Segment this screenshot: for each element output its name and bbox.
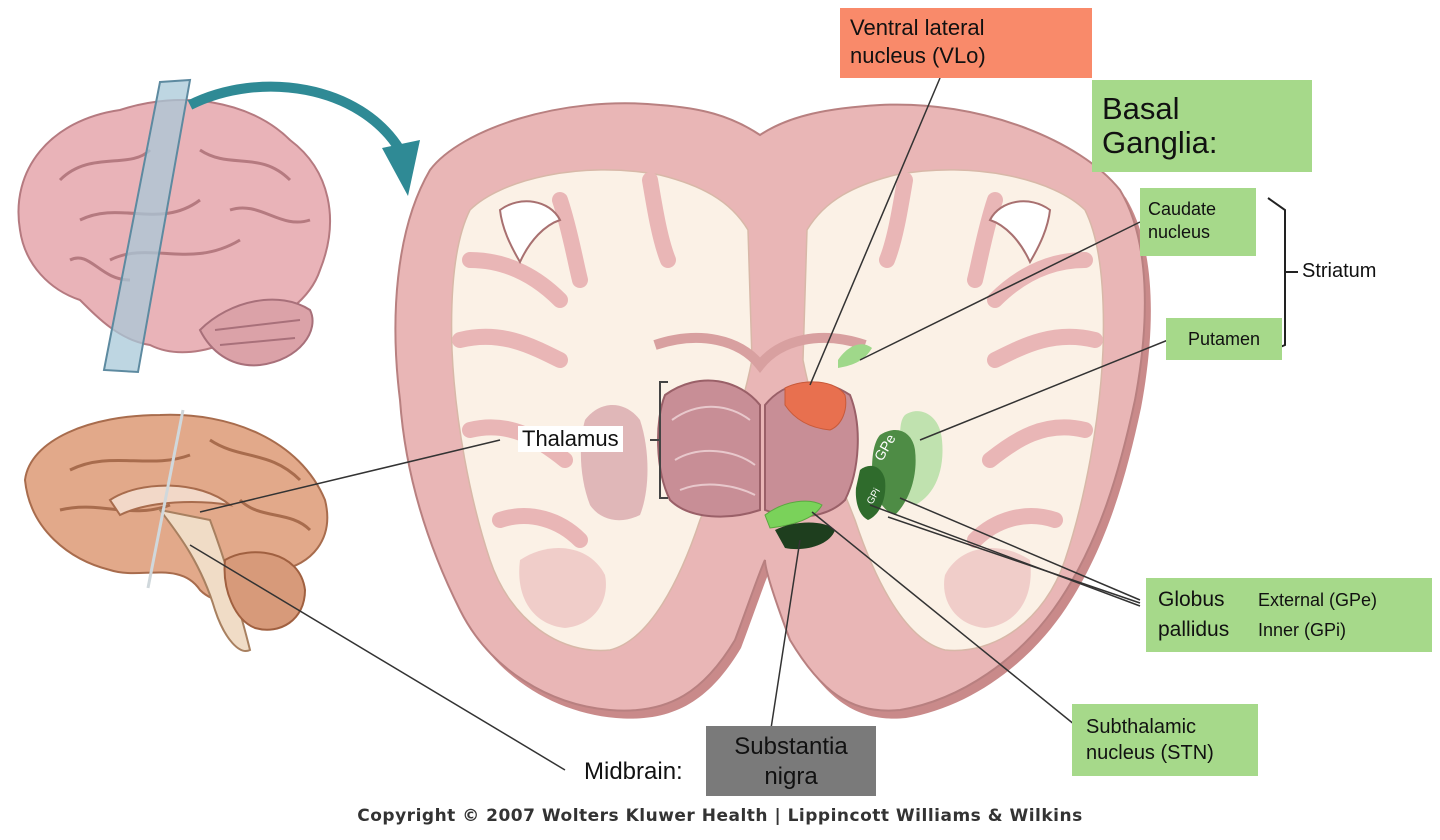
stn-line2: nucleus (STN): [1086, 742, 1214, 764]
inner-gpi-label: Inner (GPi): [1258, 620, 1347, 640]
sn-line2: nigra: [764, 763, 818, 790]
thalamus-label: Thalamus: [518, 426, 623, 452]
coronal-section: GPe GPi: [394, 102, 1151, 719]
stn-line1: Subthalamic: [1086, 716, 1197, 738]
midbrain-label: Midbrain:: [584, 758, 683, 785]
subthalamic-nucleus-box: Subthalamic nucleus (STN): [1072, 704, 1258, 776]
leader-lines: [189, 77, 1169, 771]
caudate-line1: Caudate: [1148, 199, 1217, 219]
putamen-label: Putamen: [1187, 329, 1261, 349]
medial-brain-view: [23, 409, 329, 652]
caudate-line2: nucleus: [1148, 222, 1211, 242]
basal-ganglia-line1: Basal: [1102, 91, 1180, 126]
sn-line1: Substantia: [734, 733, 848, 760]
substantia-nigra-box: Substantia nigra: [706, 726, 876, 796]
putamen-box: Putamen: [1166, 318, 1282, 360]
basal-ganglia-box: Basal Ganglia:: [1092, 80, 1312, 172]
globus-line1: Globus: [1158, 588, 1225, 611]
lateral-brain-view: [17, 78, 420, 374]
globus-line2: pallidus: [1158, 618, 1230, 641]
copyright-notice: Copyright © 2007 Wolters Kluwer Health |…: [357, 806, 1083, 826]
basal-ganglia-line2: Ganglia:: [1102, 125, 1218, 160]
striatum-label: Striatum: [1302, 260, 1377, 282]
vlo-label-box: Ventral lateral nucleus (VLo): [840, 8, 1092, 78]
vlo-label-line1: Ventral lateral: [850, 15, 985, 40]
caudate-nucleus-box: Caudate nucleus: [1140, 188, 1256, 256]
globus-pallidus-box: Globus pallidus External (GPe) Inner (GP…: [1146, 578, 1432, 652]
external-gpe-label: External (GPe): [1258, 590, 1378, 610]
vlo-label-line2: nucleus (VLo): [850, 43, 986, 68]
